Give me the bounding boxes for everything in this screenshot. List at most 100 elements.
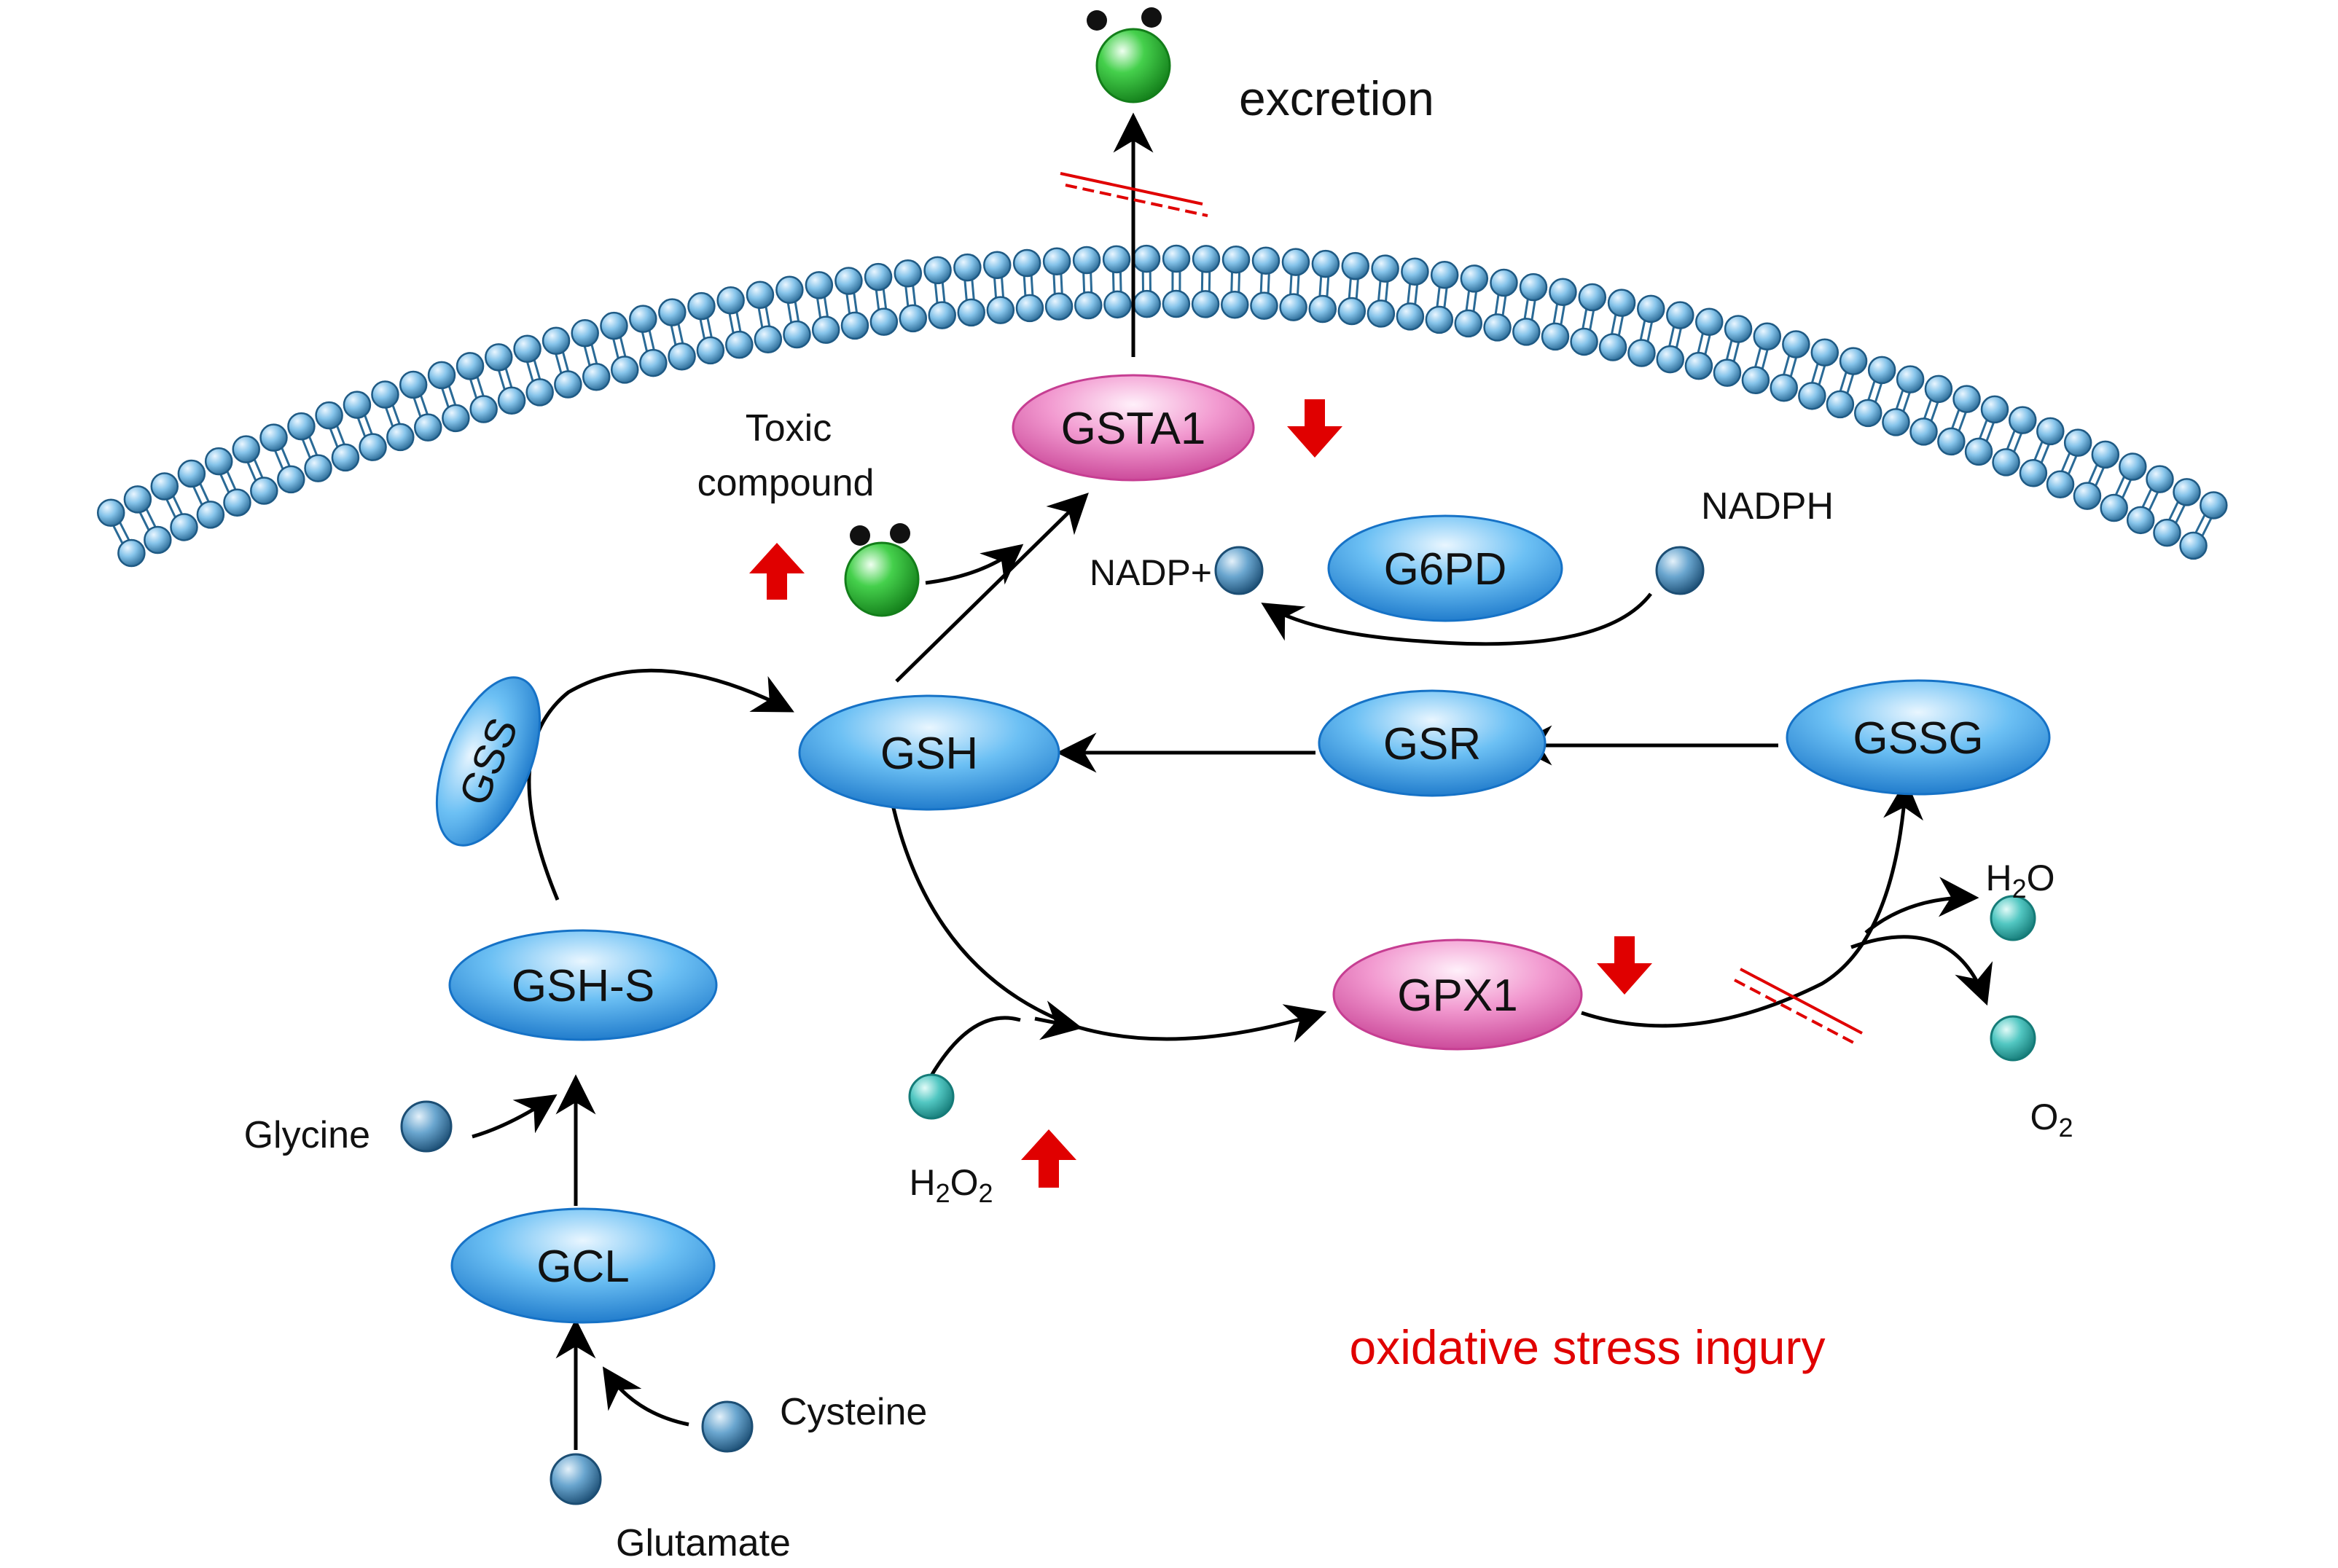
lipid-head [1812, 340, 1838, 366]
lipid-head [2181, 533, 2207, 559]
lipid-head [344, 392, 370, 418]
lipid-head [429, 362, 455, 388]
lipid-head [224, 490, 250, 516]
lipid-head [1485, 314, 1511, 340]
lipid-head [555, 372, 581, 398]
lipid-head [2020, 460, 2046, 486]
lipid-head [1192, 291, 1219, 317]
lipid-head [1104, 291, 1130, 318]
lipid-head [198, 501, 224, 528]
gss-curve-arrow [529, 670, 791, 900]
lipid-head [305, 455, 332, 482]
lipid-head [2127, 507, 2154, 533]
lipid-head [1223, 246, 1249, 273]
lipid-head [1133, 246, 1160, 272]
lipid-head [572, 320, 598, 346]
lipid-head [2174, 479, 2200, 505]
excretion-label: excretion [1239, 71, 1434, 125]
lipid-head [260, 425, 286, 451]
lipid-head [499, 388, 525, 414]
lipid-head [1372, 256, 1399, 282]
lipid-head [1840, 348, 1866, 375]
lipid-head [1397, 303, 1423, 329]
lipid-head [697, 337, 724, 364]
gcl-label: GCL [536, 1242, 629, 1292]
gpx1-to-gssg-arrow [1582, 783, 1906, 1026]
lipid-head [1993, 449, 2020, 475]
lipid-head [442, 405, 469, 431]
lipid-head [1251, 293, 1277, 319]
glutamate-molecule [551, 1454, 601, 1504]
lipid-head [2101, 495, 2127, 521]
lipid-head [1910, 418, 1936, 444]
oxidative-stress-label: oxidative stress ingury [1350, 1320, 1826, 1374]
o2-label: O2 [2030, 1097, 2073, 1142]
lipid-head [1017, 295, 1043, 321]
lipid-head [400, 372, 426, 398]
cysteine-molecule [703, 1402, 752, 1451]
lipid-head [251, 478, 277, 504]
lipid-head [233, 436, 259, 463]
lipid-head [1743, 367, 1769, 393]
toxic-to-gsta1-arrow [926, 546, 1020, 583]
toxic-compound-label-line1: Toxic [746, 407, 832, 450]
lipid-head [601, 313, 627, 339]
nadph-label: NADPH [1701, 485, 1834, 528]
lipid-head [583, 364, 609, 390]
toxic-compound-label-line2: compound [697, 462, 875, 504]
lipid-head [776, 277, 802, 303]
lipid-head [372, 382, 398, 408]
lipid-head [1368, 300, 1394, 326]
lipid-head [2200, 492, 2226, 518]
lipid-head [688, 293, 714, 319]
gsta1-down-arrow-icon [1287, 399, 1342, 458]
lipid-head [1725, 316, 1751, 342]
lipid-head [1513, 318, 1539, 345]
lipid-head [2147, 466, 2173, 493]
gpx1-label: GPX1 [1397, 971, 1517, 1021]
lipid-head [2119, 454, 2146, 480]
lipid-head [1754, 324, 1780, 350]
nadph-molecule [1657, 547, 1703, 594]
gpx1-down-arrow-icon [1597, 936, 1652, 995]
lipid-head [1281, 294, 1307, 321]
gsh-label: GSH [880, 729, 978, 779]
toxic-compound-icon [845, 523, 918, 616]
lipid-head [958, 299, 985, 326]
lipid-head [1283, 249, 1309, 275]
gpx1-block-mark [1735, 969, 1862, 1044]
lipid-head [1490, 270, 1517, 296]
lipid-head [1579, 284, 1606, 310]
lipid-head [2047, 471, 2073, 498]
lipid-head [471, 396, 497, 423]
lipid-head [1608, 290, 1635, 316]
lipid-head [1600, 334, 1626, 360]
lipid-head [1869, 357, 1895, 383]
lipid-head [98, 500, 124, 526]
cysteine-to-gcl-arrow [605, 1370, 689, 1424]
lipid-head [1431, 262, 1458, 288]
lipid-head [1046, 294, 1072, 320]
lipid-head [1339, 298, 1365, 324]
lipid-head [1855, 400, 1881, 426]
lipid-head [1193, 246, 1219, 272]
gsh-s-label: GSH-S [512, 961, 654, 1011]
lipid-head [2009, 407, 2036, 434]
h2o2-up-arrow-icon [1021, 1129, 1076, 1188]
gsh-to-gpx1-arrow [893, 805, 1323, 1039]
g6pd-enzyme: G6PD [1329, 516, 1562, 621]
lipid-head [1549, 279, 1576, 305]
lipid-head [1342, 253, 1369, 279]
lipid-head [669, 343, 695, 369]
lipid-head [171, 514, 197, 540]
glutamate-label: Glutamate [616, 1522, 791, 1564]
text-labels: excretion Toxic compound NADP+ NADPH Gly… [244, 71, 2073, 1564]
lipid-head [360, 434, 386, 460]
lipid-head [1221, 291, 1248, 318]
lipid-head [206, 448, 232, 474]
lipid-head [871, 309, 897, 335]
lipid-head [895, 260, 921, 286]
h2o-label: H2O [1985, 858, 2054, 903]
lipid-head [1163, 246, 1189, 272]
